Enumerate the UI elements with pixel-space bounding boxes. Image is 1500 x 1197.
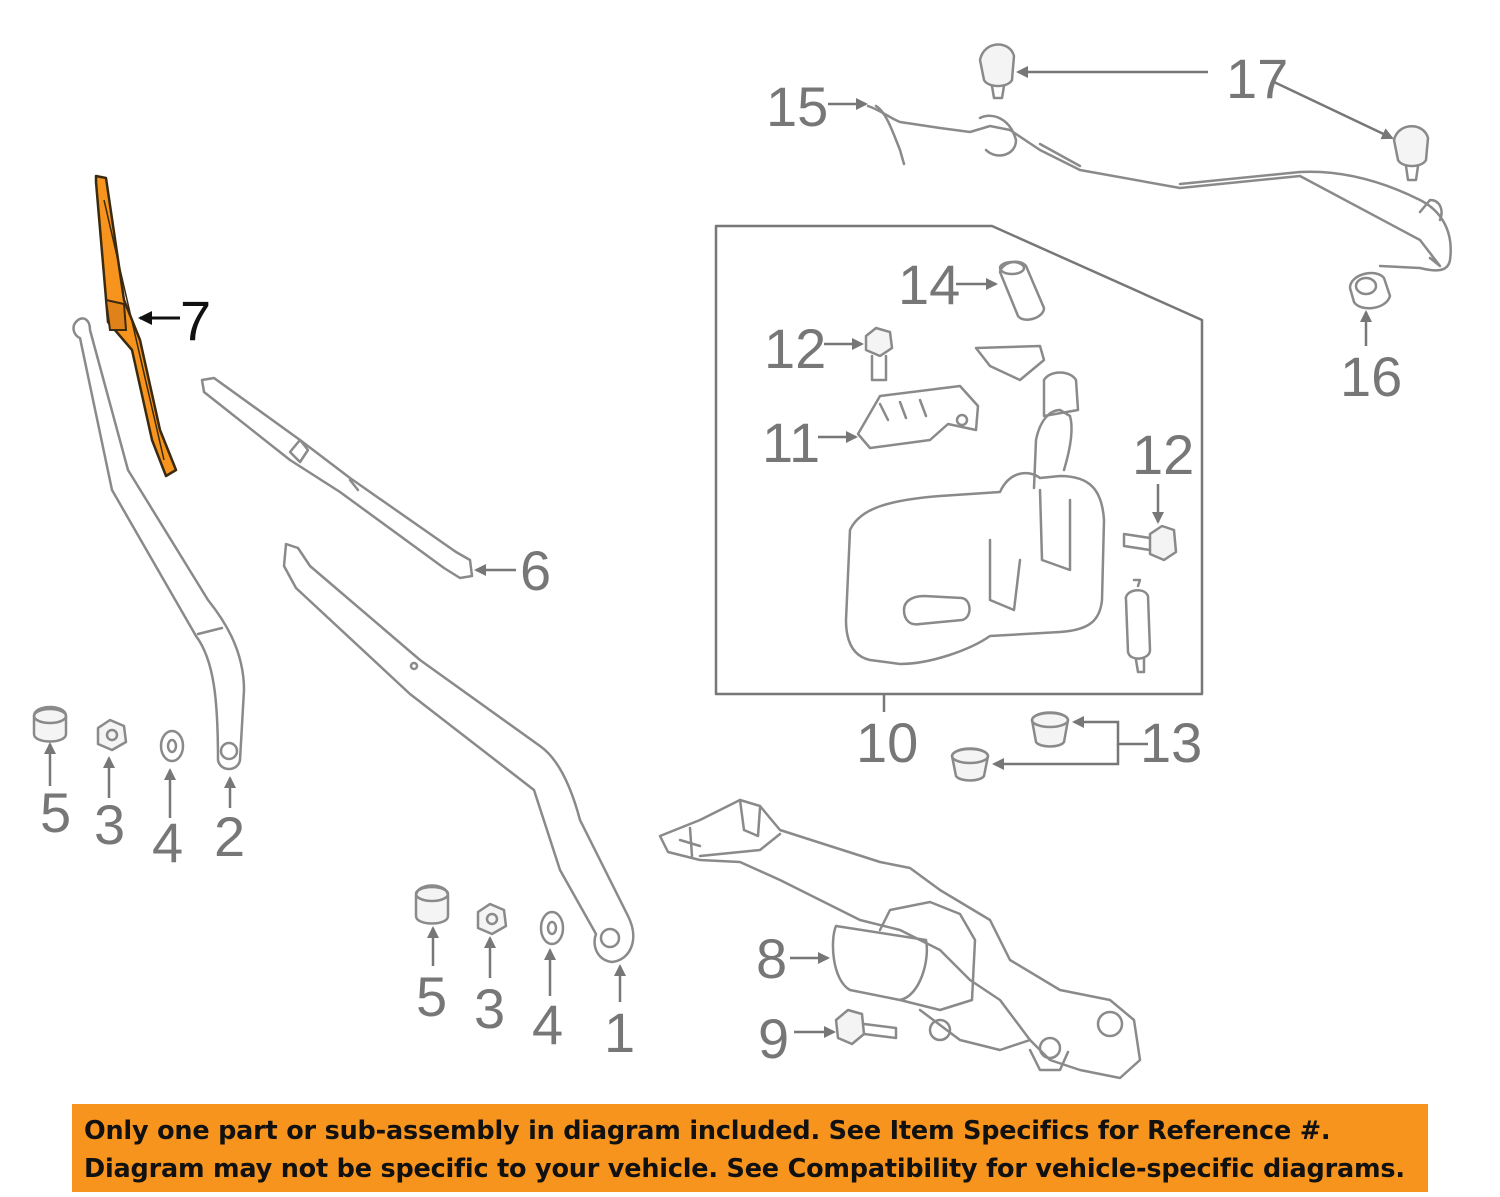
hardware-cap-5b	[414, 884, 450, 925]
washer-pump	[1124, 578, 1152, 674]
wiper-blade-part-6	[200, 376, 474, 580]
disclaimer-line-2: Diagram may not be specific to your vehi…	[84, 1154, 1405, 1184]
callout-13: 13	[1140, 711, 1202, 774]
callout-2: 2	[214, 805, 245, 868]
bracket-part-11	[856, 384, 980, 450]
callout-4a: 4	[152, 811, 183, 874]
bolt-part-9	[834, 1008, 898, 1046]
washer-nozzle-part-17a	[978, 43, 1016, 100]
washer-reservoir-part-10	[844, 344, 1106, 666]
wiper-arm-part-2	[72, 317, 246, 771]
disclaimer-banner: Only one part or sub-assembly in diagram…	[72, 1104, 1428, 1192]
hardware-nut-3a	[96, 718, 128, 752]
bolt-part-12a	[864, 326, 894, 382]
washer-nozzle-part-17b	[1392, 125, 1430, 182]
callout-15: 15	[766, 75, 828, 138]
clip-part-16	[1348, 271, 1392, 310]
connector-part-14	[998, 260, 1046, 321]
callout-1: 1	[604, 1001, 635, 1064]
callout-7: 7	[180, 289, 211, 352]
callout-11: 11	[762, 411, 820, 474]
wiper-linkage-motor-part-8	[658, 798, 1142, 1080]
callout-9: 9	[758, 1007, 789, 1070]
callout-14: 14	[898, 253, 960, 316]
grommet-part-13b	[950, 747, 990, 782]
wiper-arm-part-1	[282, 542, 635, 964]
disclaimer-line-1: Only one part or sub-assembly in diagram…	[84, 1116, 1331, 1146]
reservoir-assembly-box	[714, 224, 1204, 696]
hardware-nut-3b	[476, 902, 508, 936]
callout-17: 17	[1226, 47, 1288, 110]
wiper-blade-part-7	[94, 174, 178, 478]
callout-5a: 5	[40, 781, 71, 844]
grommet-part-13a	[1030, 711, 1070, 748]
hardware-washer-4b	[539, 910, 565, 946]
callout-12b: 12	[1132, 423, 1194, 486]
callout-6: 6	[520, 539, 551, 602]
hardware-cap-5a	[32, 705, 68, 743]
washer-hose-part-15	[866, 104, 1452, 272]
callout-3b: 3	[474, 977, 505, 1040]
callout-5b: 5	[416, 965, 447, 1028]
callout-8: 8	[756, 927, 787, 990]
leader-lines	[44, 66, 1394, 1038]
hardware-washer-4a	[159, 729, 185, 763]
callout-10: 10	[856, 711, 918, 774]
callout-4b: 4	[532, 993, 563, 1056]
bolt-part-12b	[1122, 524, 1178, 562]
callout-16: 16	[1340, 345, 1402, 408]
callout-3a: 3	[94, 793, 125, 856]
callout-12a: 12	[764, 317, 826, 380]
